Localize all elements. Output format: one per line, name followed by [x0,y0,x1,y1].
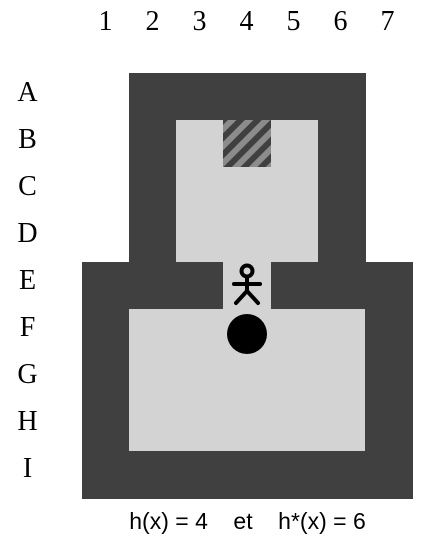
row-label-g: G [17,359,38,390]
row-label-d: D [17,218,38,249]
row-label-e: E [18,265,37,296]
row-label-h: H [17,406,38,437]
goal-tile-icon [223,120,271,167]
column-label-2: 2 [145,6,160,37]
column-label-4: 4 [239,6,254,37]
heuristic-caption: h(x) = 4 et h*(x) = 6 [129,508,366,534]
column-label-1: 1 [98,6,113,37]
row-label-f: F [19,312,36,343]
row-label-c: C [18,171,37,202]
row-label-a: A [17,77,38,108]
ball-icon [227,314,267,354]
stick-figure-icon [232,263,262,305]
column-label-6: 6 [333,6,348,37]
column-label-5: 5 [286,6,301,37]
column-label-3: 3 [192,6,207,37]
row-label-b: B [18,124,37,155]
column-label-7: 7 [380,6,395,37]
row-label-i: I [22,453,33,484]
